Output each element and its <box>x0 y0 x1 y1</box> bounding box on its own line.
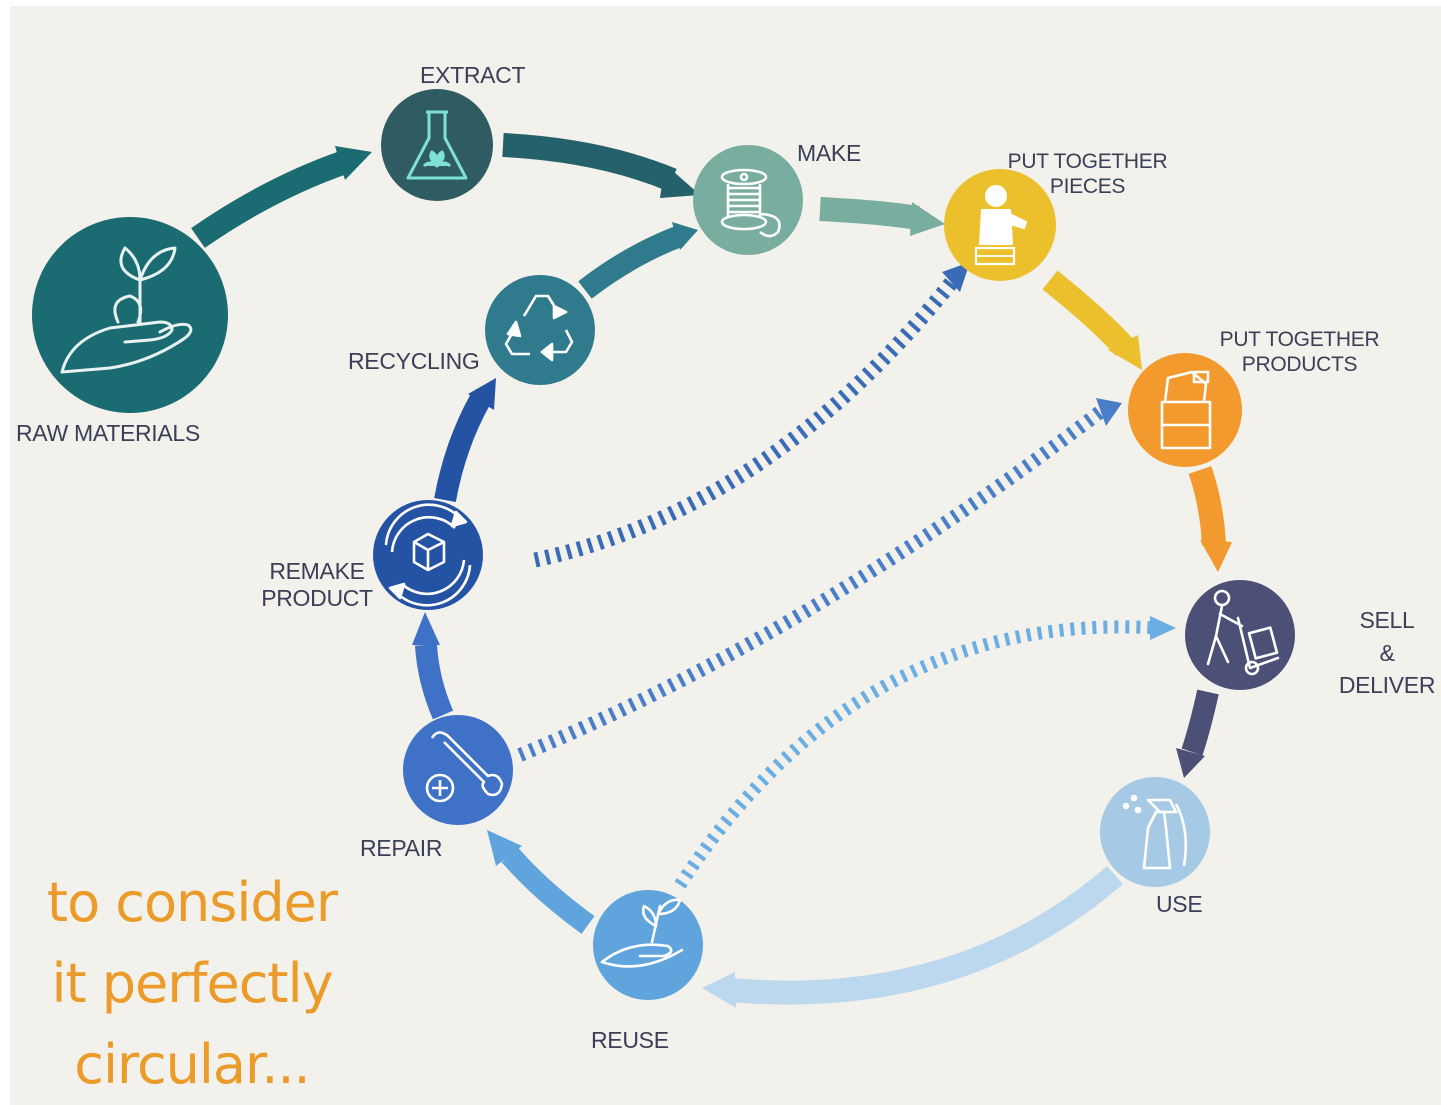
hand-sprout-icon <box>60 246 193 374</box>
node-reuse <box>593 890 703 1000</box>
flask-icon <box>406 110 468 180</box>
label-pieces-line2: PIECES <box>1049 174 1126 198</box>
dotted-repair-to-products <box>517 406 1105 762</box>
node-repair <box>403 715 513 825</box>
arrowhead-use-to-reuse <box>702 972 736 1008</box>
arrowhead-make-to-pieces <box>910 202 945 236</box>
arrow-pieces-to-products <box>1042 270 1134 357</box>
arrow-make-to-pieces <box>819 197 920 230</box>
arrowhead-extract-to-make <box>660 164 700 198</box>
hand-truck-icon <box>1206 589 1280 676</box>
label-repair: REPAIR <box>360 835 443 861</box>
label-sell-deliver: SELL & DELIVER <box>1332 604 1441 702</box>
arrowhead-products-to-sell <box>1200 540 1232 572</box>
arrowhead-pieces-to-products <box>1108 335 1142 370</box>
label-pieces-line1: PUT TOGETHER <box>1007 150 1168 173</box>
label-remake-product: REMAKE PRODUCT <box>256 558 378 612</box>
feedback-arrows <box>517 262 1176 889</box>
box-cycle-icon <box>384 503 472 607</box>
spray-bottle-icon <box>1122 794 1188 870</box>
label-sell-line1: SELL <box>1359 607 1415 633</box>
label-use: USE <box>1156 891 1203 917</box>
node-remake-product <box>373 500 483 610</box>
node-use <box>1100 777 1210 887</box>
label-put-together-pieces: PUT TOGETHER PIECES <box>1000 150 1175 200</box>
arrowhead-repair-to-remake <box>412 612 440 645</box>
label-products-line1: PUT TOGETHER <box>1219 328 1380 351</box>
arrow-sell-to-use <box>1181 689 1219 756</box>
tagline-line3: circular... <box>74 1033 310 1096</box>
hand-plant-icon <box>600 898 684 968</box>
arrowhead-raw-to-extract <box>335 146 372 180</box>
label-extract: EXTRACT <box>420 62 526 88</box>
label-raw-materials: RAW MATERIALS <box>16 420 200 446</box>
arrow-recycling-to-make <box>578 225 684 299</box>
dotted-arrowhead-products <box>1096 398 1122 426</box>
arrow-products-to-sell <box>1188 466 1226 546</box>
node-put-together-products <box>1128 353 1242 467</box>
arrow-use-to-reuse <box>728 865 1123 1005</box>
arrowhead-remake-to-recycling <box>468 378 496 410</box>
dotted-arrowhead-pieces <box>942 262 970 292</box>
arrowhead-recycling-to-make <box>672 222 698 250</box>
arrow-remake-to-recycling <box>434 394 490 503</box>
label-reuse: REUSE <box>591 1027 669 1053</box>
tagline-line1: to consider <box>46 871 338 934</box>
node-put-together-pieces <box>944 169 1056 281</box>
thread-spool-icon <box>720 168 781 238</box>
tagline: to consider it perfectly circular... <box>22 862 362 1105</box>
label-sell-line3: DELIVER <box>1338 672 1436 699</box>
node-recycling <box>485 275 595 385</box>
label-sell-line2: & <box>1379 639 1395 666</box>
arrowhead-sell-to-use <box>1176 748 1205 778</box>
node-extract <box>381 89 493 201</box>
worker-icon <box>974 185 1028 266</box>
node-raw-materials <box>32 217 228 413</box>
label-products-line2: PRODUCTS <box>1241 352 1358 376</box>
flow-arrows <box>191 133 1232 1008</box>
recycle-icon <box>504 294 574 362</box>
arrowhead-reuse-to-repair <box>487 830 522 866</box>
arrow-extract-to-make <box>502 133 677 192</box>
arrow-repair-to-remake <box>415 644 454 720</box>
label-remake-line1: REMAKE <box>269 558 365 584</box>
dotted-arrowhead-sell <box>1150 616 1176 640</box>
label-make: MAKE <box>797 140 861 166</box>
label-remake-line2: PRODUCT <box>261 585 373 612</box>
wrench-icon <box>425 731 504 803</box>
label-put-together-products: PUT TOGETHER PRODUCTS <box>1212 328 1387 378</box>
label-recycling: RECYCLING <box>348 348 480 374</box>
node-make <box>693 145 803 255</box>
node-sell-deliver <box>1185 580 1295 690</box>
arrow-raw-to-extract <box>191 150 349 248</box>
dotted-reuse-to-sell <box>674 620 1159 889</box>
arrow-reuse-to-repair <box>501 847 595 934</box>
boxes-icon <box>1160 370 1212 450</box>
tagline-line2: it perfectly <box>51 952 333 1015</box>
dotted-remake-to-pieces <box>533 273 961 568</box>
